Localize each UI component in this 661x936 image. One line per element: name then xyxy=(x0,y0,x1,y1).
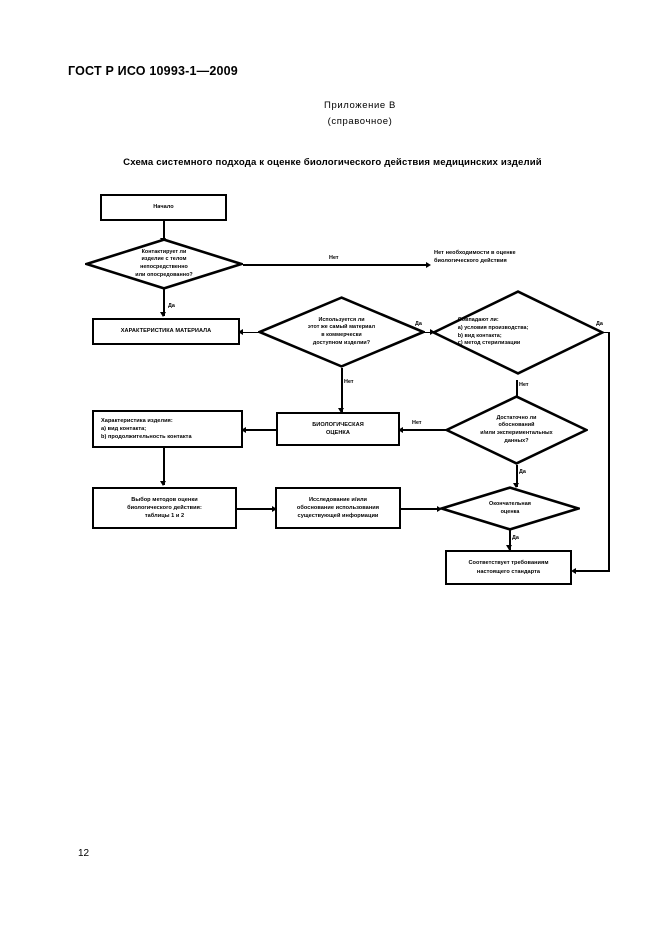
edge-label-final-yes: Да xyxy=(512,535,519,541)
connector-match-yes-vertical xyxy=(608,331,610,572)
node-conforms[interactable]: Соответствует требованиям настоящего ста… xyxy=(445,550,572,585)
node-device-characterization[interactable]: Характеристика изделия: a) вид контакта;… xyxy=(92,410,243,448)
node-match-line1: Совпадают ли: xyxy=(457,317,499,324)
annex-title: Приложение В xyxy=(324,100,396,111)
connector-samematerial-yes xyxy=(418,331,434,334)
connector-contact-no xyxy=(243,264,429,266)
node-material-characterization[interactable]: ХАРАКТЕРИСТИКА МАТЕРИАЛА xyxy=(92,318,240,345)
connector-match-yes-top xyxy=(602,331,610,334)
node-same-material-line4: доступном изделии? xyxy=(312,339,371,346)
node-conforms-line2: настоящего стандарта xyxy=(476,568,541,575)
edge-label-contact-no: Нет xyxy=(329,255,339,261)
diamond-shape-final-evaluation xyxy=(440,486,580,531)
node-enough-data-decision[interactable]: Достаточно ли обоснований и/или эксперим… xyxy=(445,395,588,465)
connector-match-yes-bottom xyxy=(575,570,610,572)
node-material-label: ХАРАКТЕРИСТИКА МАТЕРИАЛА xyxy=(120,328,212,335)
node-start-label: Начало xyxy=(153,204,174,211)
edge-label-match-yes: Да xyxy=(596,321,603,327)
node-match-line3: b) вид контакта; xyxy=(457,332,502,339)
node-contact-line2: изделие с телом xyxy=(141,256,187,263)
edge-label-enough-no: Нет xyxy=(412,420,422,426)
arrowhead-samematerial-no xyxy=(338,408,345,413)
node-contact-line3: непосредственно xyxy=(140,264,188,270)
connector-samematerial-no xyxy=(341,368,343,412)
scheme-title: Схема системного подхода к оценке биолог… xyxy=(123,157,542,168)
node-methods-line1: Выбор методов оценки xyxy=(131,496,198,503)
node-device-line2: a) вид контакта; xyxy=(101,425,147,432)
diamond-shape-match xyxy=(432,290,604,375)
node-biological-evaluation[interactable]: БИОЛОГИЧЕСКАЯ ОЦЕНКА xyxy=(276,412,400,446)
node-enough-line4: данных? xyxy=(504,437,529,444)
connector-methods-to-research xyxy=(237,508,275,510)
diamond-shape-same-material xyxy=(258,296,425,368)
connector-enough-no xyxy=(400,429,447,431)
node-match-decision[interactable]: Совпадают ли: a) условия производства; b… xyxy=(432,290,604,375)
node-same-material-decision[interactable]: Используется ли этот же самый материал в… xyxy=(258,296,425,368)
arrowhead-device-to-methods xyxy=(160,481,167,486)
node-no-need-line2: биологического действия xyxy=(434,258,507,265)
node-final-line1: Окончательная xyxy=(489,500,531,507)
node-match-line4: c) метод стерилизации xyxy=(457,340,521,347)
node-research-line3: существующей информации xyxy=(297,513,379,520)
node-conforms-line1: Соответствует требованиям xyxy=(468,560,549,567)
connector-device-to-methods xyxy=(163,448,165,485)
arrowhead-final-yes xyxy=(506,545,513,550)
connector-samematerial-to-material xyxy=(240,331,264,334)
arrowhead-samematerial-to-material xyxy=(238,329,243,336)
node-select-methods[interactable]: Выбор методов оценки биологического дейс… xyxy=(92,487,237,529)
edge-label-match-no: Нет xyxy=(519,382,529,388)
edge-label-contact-yes: Да xyxy=(168,303,175,309)
arrowhead-bio-to-device xyxy=(241,426,246,433)
connector-research-to-final xyxy=(400,508,440,510)
node-final-line2: оценка xyxy=(500,508,520,515)
node-same-material-line3: в коммерчески xyxy=(321,332,362,338)
diamond-shape-enough-data xyxy=(445,395,588,465)
node-contact-decision[interactable]: Контактирует ли изделие с телом непосред… xyxy=(85,238,243,290)
edge-label-same-material-no: Нет xyxy=(344,379,354,385)
arrowhead-enough-yes xyxy=(513,483,520,488)
connector-start-to-contact xyxy=(163,220,165,242)
node-bio-line2: ОЦЕНКА xyxy=(326,430,350,436)
node-enough-line1: Достаточно ли xyxy=(496,414,537,421)
page-number: 12 xyxy=(78,848,90,859)
node-contact-line4: или опосредованно? xyxy=(135,271,193,278)
annex-subtitle: (справочное) xyxy=(327,116,393,127)
node-device-line3: b) продолжительность контакта xyxy=(101,434,192,441)
standard-number: ГОСТ Р ИСО 10993-1—2009 xyxy=(68,64,238,78)
arrowhead-contact-no xyxy=(426,261,431,268)
node-no-need-line1: Нет необходимости в оценке xyxy=(434,250,516,256)
node-start[interactable]: Начало xyxy=(100,194,227,221)
arrowhead-match-yes xyxy=(571,567,576,574)
node-enough-line3: и/или экспериментальных xyxy=(480,430,553,436)
node-same-material-line1: Используется ли xyxy=(318,316,365,323)
node-research-or-justify[interactable]: Исследование и/или обоснование использов… xyxy=(275,487,401,529)
node-match-line2: a) условия производства; xyxy=(457,324,529,331)
connector-final-yes xyxy=(509,530,511,550)
node-final-evaluation[interactable]: Окончательная оценка xyxy=(440,486,580,531)
connector-bio-to-device xyxy=(243,429,276,431)
arrowhead-methods-to-research xyxy=(272,505,277,512)
connector-contact-yes xyxy=(163,287,165,316)
node-same-material-line2: этот же самый материал xyxy=(307,324,376,331)
node-research-line2: обоснование использования xyxy=(296,504,380,511)
arrowhead-enough-no xyxy=(398,426,403,433)
node-no-need-text: Нет необходимости в оценке биологическог… xyxy=(434,249,604,265)
connector-match-no xyxy=(516,380,518,408)
node-research-line1: Исследование и/или xyxy=(308,496,368,503)
node-enough-line2: обоснований xyxy=(498,422,535,429)
diamond-shape-contact xyxy=(85,238,243,290)
node-methods-line2: биологического действия: xyxy=(127,504,202,511)
connector-enough-yes xyxy=(516,465,518,487)
arrowhead-contact-yes xyxy=(160,312,167,317)
node-methods-line3: таблицы 1 и 2 xyxy=(144,513,185,520)
node-contact-line1: Контактирует ли xyxy=(141,248,187,255)
edge-label-enough-yes: Да xyxy=(519,469,526,475)
edge-label-same-material-yes: Да xyxy=(415,321,422,327)
node-bio-line1: БИОЛОГИЧЕСКАЯ xyxy=(312,421,364,428)
node-device-line1: Характеристика изделия: xyxy=(101,417,173,424)
